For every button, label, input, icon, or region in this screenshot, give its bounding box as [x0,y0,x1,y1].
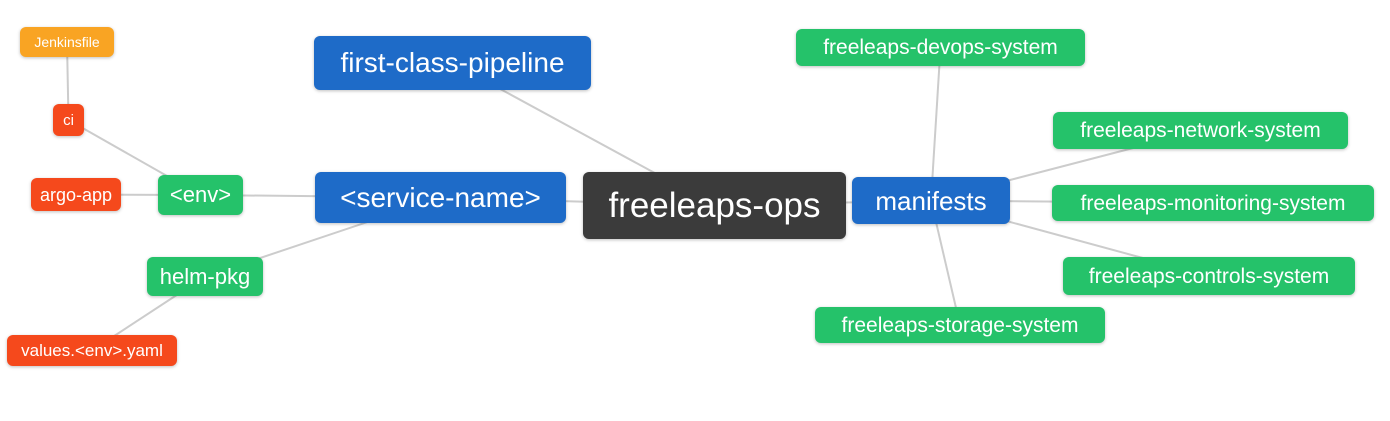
node-manifests[interactable]: manifests [852,177,1010,224]
node-manifests-label: manifests [875,185,987,216]
node-freeleaps-storage-system-label: freeleaps-storage-system [841,313,1079,337]
node-freeleaps-monitoring-system[interactable]: freeleaps-monitoring-system [1052,185,1374,221]
node-values-env-yaml-label: values.<env>.yaml [21,341,163,360]
node-service-name-label: <service-name> [340,181,541,213]
node-freeleaps-controls-system[interactable]: freeleaps-controls-system [1063,257,1355,295]
node-ci[interactable]: ci [53,104,84,136]
node-freeleaps-devops-system[interactable]: freeleaps-devops-system [796,29,1085,66]
node-jenkinsfile-label: Jenkinsfile [34,34,100,50]
node-ci-label: ci [63,111,74,129]
node-freeleaps-ops-label: freeleaps-ops [608,186,821,225]
node-env-label: <env> [169,182,232,207]
node-argo-app[interactable]: argo-app [31,178,121,211]
node-freeleaps-devops-system-label: freeleaps-devops-system [823,36,1058,59]
node-service-name[interactable]: <service-name> [315,172,566,223]
node-freeleaps-monitoring-system-label: freeleaps-monitoring-system [1080,191,1346,215]
node-argo-app-label: argo-app [39,184,113,205]
node-first-class-pipeline-label: first-class-pipeline [340,47,565,78]
edge-manifests-to-freeleaps-devops-system [930,47,942,201]
node-freeleaps-ops-root[interactable]: freeleaps-ops [583,172,846,239]
node-freeleaps-storage-system[interactable]: freeleaps-storage-system [815,307,1105,343]
node-values-env-yaml[interactable]: values.<env>.yaml [7,335,177,366]
node-freeleaps-network-system-label: freeleaps-network-system [1080,119,1321,142]
node-jenkinsfile[interactable]: Jenkinsfile [20,27,114,57]
node-env[interactable]: <env> [158,175,243,215]
node-freeleaps-controls-system-label: freeleaps-controls-system [1088,264,1330,288]
node-helm-pkg[interactable]: helm-pkg [147,257,263,296]
node-first-class-pipeline[interactable]: first-class-pipeline [314,36,591,90]
node-freeleaps-network-system[interactable]: freeleaps-network-system [1053,112,1348,149]
node-helm-pkg-label: helm-pkg [159,263,251,289]
